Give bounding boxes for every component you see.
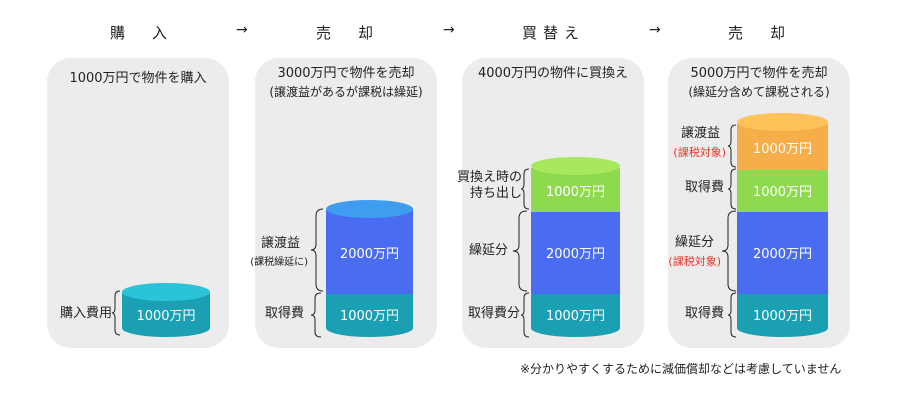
cylinder-gain: 2000万円 [326,210,413,294]
header-sale: 売 却 [316,24,380,42]
arrow-2: → [443,22,455,38]
label-deferred-taxable: (課税対象) [668,255,721,268]
brace-icon [727,168,737,210]
brace-icon [310,208,324,292]
label-acquisition: 取得費 [684,180,724,195]
panel-title: 3000万円で物件を売却 [277,66,415,81]
panel-title: 1000万円で物件を購入 [69,71,207,86]
label-acquisition: 取得費 [264,306,304,321]
cylinder-acquisition: 1000万円 [737,168,828,212]
cylinder-deferred: 2000万円 [531,210,620,294]
label-acquisition-share: 取得費分 [467,306,520,321]
panel-subtitle: (繰延分含めて課税される) [688,85,830,99]
brace-icon [721,210,737,292]
cylinder-gain: 1000万円 [737,124,828,170]
brace-icon [520,168,530,210]
brace-icon [111,290,121,336]
panel-title: 5000万円で物件を売却 [690,66,828,81]
brace-icon [512,210,528,292]
cylinder-acquisition-bottom: 1000万円 [737,292,828,337]
cylinder-acquisition: 1000万円 [326,292,413,337]
label-acquisition-bottom: 取得費 [684,306,724,321]
label-outflow-line2: 持ち出し [469,186,522,201]
cylinder-top [122,283,210,301]
brace-icon [310,292,322,338]
brace-icon [727,124,737,168]
cylinder-top [326,200,413,218]
label-outflow: 買換え時の 持ち出し [442,170,522,202]
label-gain: 譲渡益 [680,126,720,141]
label-outflow-line1: 買換え時の [456,170,522,185]
arrow-3: → [649,22,661,38]
header-purchase: 購 入 [110,24,174,42]
label-deferred: 繰延分 [674,235,714,250]
label-gain-note: (課税繰延に) [250,257,308,268]
cylinder-top [531,157,620,175]
cylinder-top [737,113,828,131]
cylinder-outflow: 1000万円 [531,168,620,212]
panel-title: 4000万円の物件に買換え [477,66,629,81]
cylinder-deferred: 2000万円 [737,210,828,294]
brace-icon [520,292,530,338]
header-replace: 買替え [522,24,586,42]
arrow-1: → [236,22,248,38]
label-purchase-cost: 購入費用 [59,306,112,321]
header-sale-2: 売 却 [728,24,792,42]
panel-subtitle: (譲渡益があるが課税は繰延) [269,85,423,99]
label-deferred: 繰延分 [468,243,508,258]
label-gain: 譲渡益 [260,236,300,251]
cylinder-acquisition-share: 1000万円 [531,292,620,337]
footnote: ※分かりやすくするために減価償却などは考慮していません [520,362,842,376]
brace-icon [727,292,737,338]
label-gain-taxable: (課税対象) [673,146,726,159]
